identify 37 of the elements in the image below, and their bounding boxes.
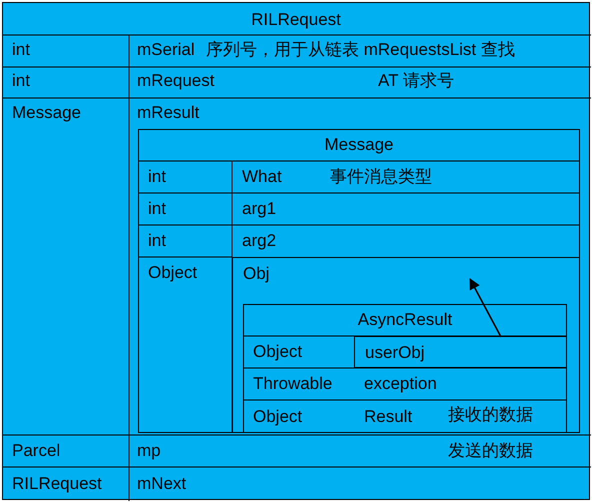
type-name: Message	[12, 103, 81, 123]
table-heading: AsyncResult	[356, 310, 454, 330]
field-name: mSerial	[137, 40, 195, 60]
field-name: Result	[364, 407, 412, 427]
type-name: int	[12, 71, 30, 91]
table-heading: RILRequest	[250, 10, 342, 30]
field-name: Obj	[243, 264, 270, 284]
type-name: RILRequest	[12, 474, 102, 494]
field-name: userObj	[365, 343, 425, 363]
field-name: mp	[137, 441, 161, 461]
table-cell	[354, 336, 567, 368]
nested-table	[138, 129, 580, 433]
comment: AT 请求号	[378, 71, 454, 91]
type-name: Object	[148, 263, 198, 283]
comment: 接收的数据	[448, 405, 533, 425]
field-name: What	[242, 167, 282, 187]
type-name: Parcel	[12, 441, 60, 461]
field-name: mResult	[137, 103, 200, 123]
table-cell	[232, 257, 580, 433]
type-name: int	[12, 40, 30, 60]
arrow	[469, 278, 502, 338]
type-name: Object	[253, 342, 302, 362]
field-name: exception	[364, 374, 437, 394]
type-name: int	[148, 231, 166, 251]
field-name: mRequest	[137, 71, 214, 91]
field-name: mNext	[137, 474, 186, 494]
field-name: arg2	[242, 231, 276, 251]
comment: 事件消息类型	[330, 167, 432, 187]
field-name: arg1	[242, 199, 276, 219]
comment: 发送的数据	[448, 441, 533, 461]
type-name: Object	[253, 407, 302, 427]
nested-table	[243, 304, 567, 433]
type-name: int	[148, 199, 166, 219]
type-name: int	[148, 167, 166, 187]
type-name: Throwable	[253, 374, 332, 394]
comment: 序列号，用于从链表 mRequestsList 查找	[206, 40, 515, 60]
table-heading: Message	[324, 135, 394, 155]
